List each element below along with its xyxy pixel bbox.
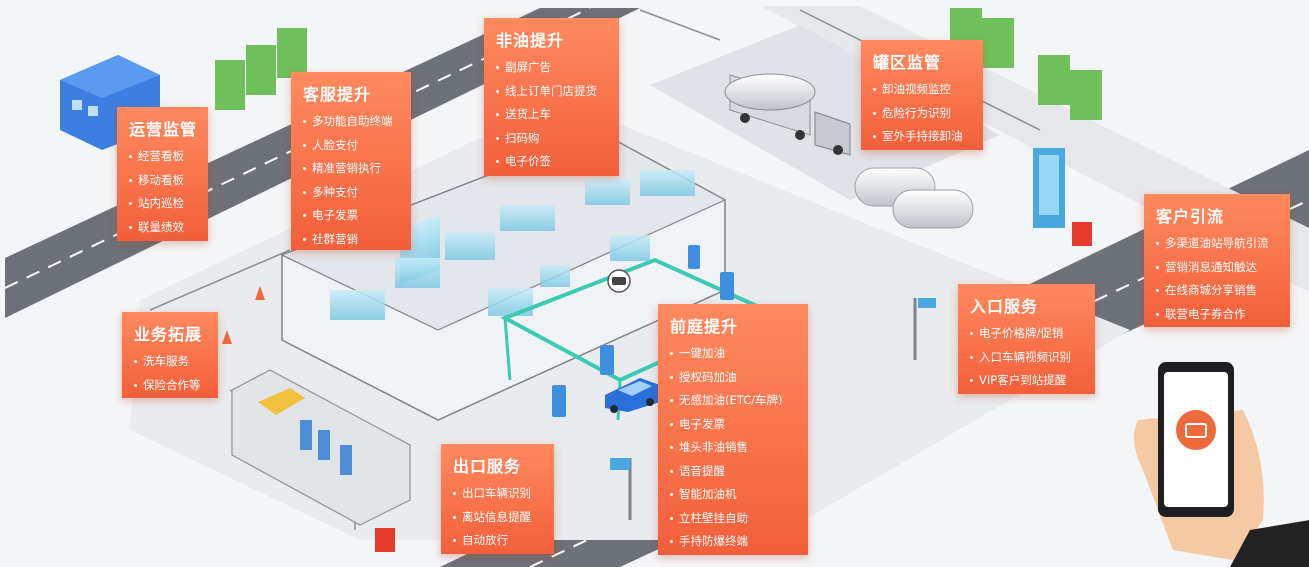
card-ops-item: 经营看板 [129,145,196,169]
card-forecourt-item: 手持防爆终端 [670,530,796,554]
card-biz: 业务拓展 洗车服务 保险合作等 [122,312,218,398]
card-forecourt-item: 智能加油机 [670,483,796,507]
card-exit: 出口服务 出口车辆识别 离站信息提醒 自动放行 [441,444,554,554]
card-forecourt-item: 授权码加油 [670,366,796,390]
card-ops: 运营监管 经营看板 移动看板 站内巡检 联量绩效 [117,107,208,241]
card-service-item: 多种支付 [303,181,399,205]
card-tank-item: 室外手持接卸油 [873,125,971,149]
card-traffic-title: 客户引流 [1156,207,1225,226]
sign-icon [610,148,1065,520]
card-nonoil-item: 电子价签 [496,150,607,174]
card-exit-item: 离站信息提醒 [453,506,542,530]
card-nonoil: 非油提升 副屏广告 线上订单门店提货 送货上车 扫码购 电子价签 [484,18,619,176]
card-exit-item: 自动放行 [453,529,542,553]
card-biz-title: 业务拓展 [134,325,203,344]
car-icon [605,378,660,413]
camera-icon [607,269,631,293]
card-forecourt-title: 前庭提升 [670,317,739,336]
tank-area-pad [650,25,1000,200]
card-entry-title: 入口服务 [970,297,1039,316]
card-traffic-item: 营销消息通知触达 [1156,256,1278,280]
card-nonoil-item: 副屏广告 [496,56,607,80]
card-entry: 入口服务 电子价格牌/促销 入口车辆视频识别 VIP客户到站提醒 [958,284,1095,394]
card-nonoil-item: 线上订单门店提货 [496,80,607,104]
card-biz-item: 保险合作等 [134,374,206,398]
card-exit-item: 出口车辆识别 [453,482,542,506]
card-forecourt-item: 无感加油(ETC/车牌) [670,389,796,413]
card-nonoil-title: 非油提升 [496,31,565,50]
card-forecourt-item: 堆头非油销售 [670,436,796,460]
storage-tanks [854,167,974,229]
card-entry-item: 入口车辆视频识别 [970,346,1083,370]
card-nonoil-item: 送货上车 [496,103,607,127]
fuel-pump-icon [552,245,734,417]
convenience-store [280,131,727,421]
card-service-item: 人脸支付 [303,134,399,158]
card-biz-item: 洗车服务 [134,350,206,374]
card-tank: 罐区监管 卸油视频监控 危险行为识别 室外手持接卸油 [861,40,983,150]
card-ops-item: 站内巡检 [129,192,196,216]
card-tank-item: 卸油视频监控 [873,78,971,102]
card-traffic-item: 联营电子券合作 [1156,303,1278,327]
card-traffic: 客户引流 多渠道油站导航引流 营销消息通知触达 在线商城分享销售 联营电子券合作 [1144,194,1290,327]
card-service-item: 社群营销 [303,228,399,252]
phone-hand-icon [1134,362,1309,567]
card-service-title: 客服提升 [303,85,372,104]
card-traffic-item: 多渠道油站导航引流 [1156,232,1278,256]
fire-extinguisher-icon [375,222,1092,552]
card-tank-item: 危险行为识别 [873,102,971,126]
card-forecourt-item: 一键加油 [670,342,796,366]
card-exit-title: 出口服务 [453,457,522,476]
card-ops-item: 移动看板 [129,169,196,193]
card-forecourt-item: 语音提醒 [670,460,796,484]
card-service-item: 精准营销执行 [303,157,399,181]
card-forecourt-item: 立柱壁挂自助 [670,507,796,531]
card-ops-item: 联量绩效 [129,216,196,240]
card-entry-item: 电子价格牌/促销 [970,322,1083,346]
card-ops-title: 运营监管 [129,120,198,139]
car-wash [231,369,411,526]
card-nonoil-item: 扫码购 [496,127,607,151]
card-traffic-item: 在线商城分享销售 [1156,279,1278,303]
traffic-cone-icon [222,286,265,344]
card-tank-title: 罐区监管 [873,53,942,72]
card-service: 客服提升 多功能自助终端 人脸支付 精准营销执行 多种支付 电子发票 社群营销 [291,72,411,250]
card-forecourt: 前庭提升 一键加油 授权码加油 无感加油(ETC/车牌) 电子发票 堆头非油销售… [658,304,808,555]
card-service-item: 电子发票 [303,204,399,228]
card-forecourt-item: 电子发票 [670,413,796,437]
card-entry-item: VIP客户到站提醒 [970,369,1083,393]
card-service-item: 多功能自助终端 [303,110,399,134]
tanker-truck-icon [724,73,851,156]
